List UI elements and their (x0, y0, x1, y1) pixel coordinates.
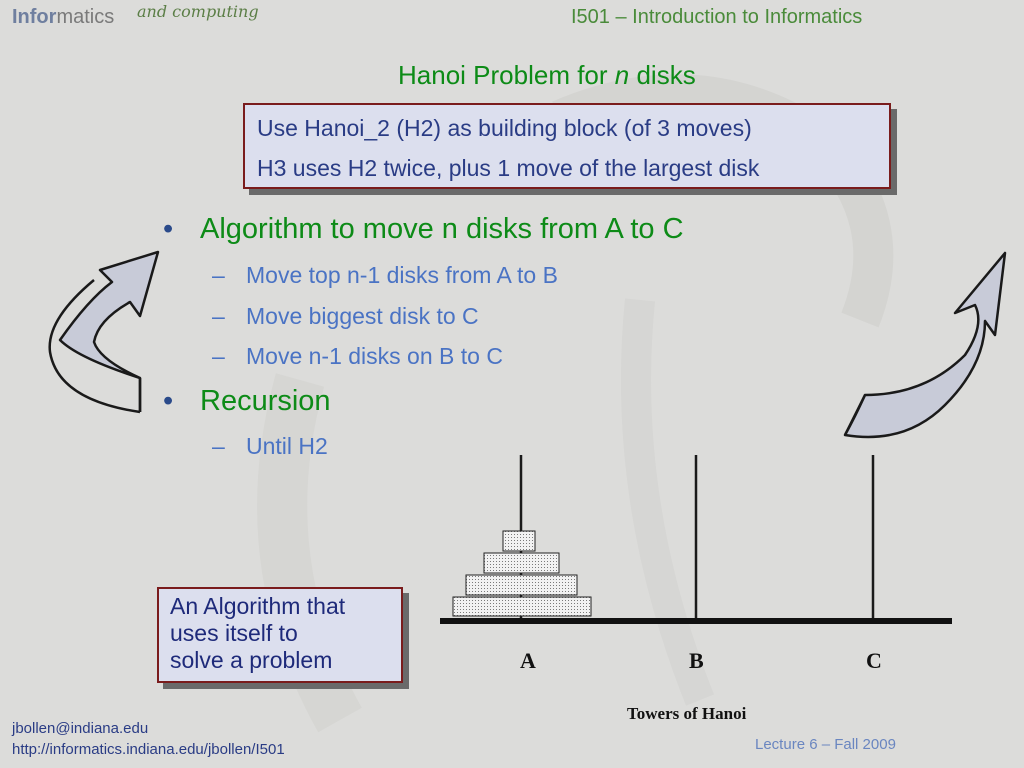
bullet-algorithm: • Algorithm to move n disks from A to C (163, 213, 684, 246)
sub-bullet: –Move biggest disk to C (212, 303, 479, 330)
lecture-label: Lecture 6 – Fall 2009 (755, 736, 896, 753)
bullet-dot: • (163, 213, 174, 245)
sub-bullet-text: Move n-1 disks on B to C (246, 343, 503, 369)
slide-title-suffix: disks (629, 60, 696, 90)
recursion-note-callout: An Algorithm that uses itself to solve a… (157, 587, 403, 683)
building-block-callout: Use Hanoi_2 (H2) as building block (of 3… (243, 103, 891, 189)
sub-bullet: –Until H2 (212, 433, 328, 460)
curved-arrow-up-icon (843, 251, 1007, 439)
slide-title-prefix: Hanoi Problem for (398, 60, 615, 90)
sub-bullet-text: Until H2 (246, 433, 328, 459)
sub-bullet-text: Move top n-1 disks from A to B (246, 262, 558, 288)
disk-3 (465, 574, 578, 596)
footer-url: http://informatics.indiana.edu/jbollen/I… (12, 741, 285, 758)
note-line: solve a problem (170, 647, 333, 673)
sub-bullet: –Move top n-1 disks from A to B (212, 262, 558, 289)
peg-label-b: B (689, 648, 704, 673)
disk-1 (502, 530, 536, 552)
bullet-text: Algorithm to move n disks from A to C (200, 213, 684, 245)
slide-title-variable: n (614, 60, 630, 90)
bullet-recursion: • Recursion (163, 385, 331, 418)
bullet-text: Recursion (200, 385, 331, 417)
towers-of-hanoi-diagram (440, 455, 952, 624)
note-line: uses itself to (170, 620, 298, 646)
sub-bullet-dash: – (212, 433, 225, 459)
base (440, 618, 952, 624)
bullet-dot: • (163, 385, 174, 417)
note-line: An Algorithm that (170, 593, 346, 619)
logo-part-infor: Infor (12, 6, 57, 28)
slide-title: Hanoi Problem for n disks (398, 60, 696, 91)
disk-2 (483, 552, 560, 574)
peg-label-c: C (866, 648, 882, 673)
footer-email: jbollen@indiana.edu (12, 720, 149, 737)
logo: Informatics (12, 6, 114, 29)
tower-caption: Towers of Hanoi (627, 704, 747, 723)
disk-4 (452, 596, 592, 617)
logo-part-matics: matics (56, 6, 115, 28)
logo-tagline: and computing (137, 2, 259, 21)
sub-bullet-dash: – (212, 343, 225, 369)
callout-line: Use Hanoi_2 (H2) as building block (of 3… (257, 115, 752, 141)
course-title: I501 – Introduction to Informatics (571, 6, 863, 28)
sub-bullet-dash: – (212, 262, 225, 288)
sub-bullet: –Move n-1 disks on B to C (212, 343, 503, 370)
peg-label-a: A (520, 648, 536, 673)
sub-bullet-text: Move biggest disk to C (246, 303, 479, 329)
callout-line: H3 uses H2 twice, plus 1 move of the lar… (257, 155, 760, 181)
sub-bullet-dash: – (212, 303, 225, 329)
curved-arrow-up-icon (48, 250, 160, 414)
